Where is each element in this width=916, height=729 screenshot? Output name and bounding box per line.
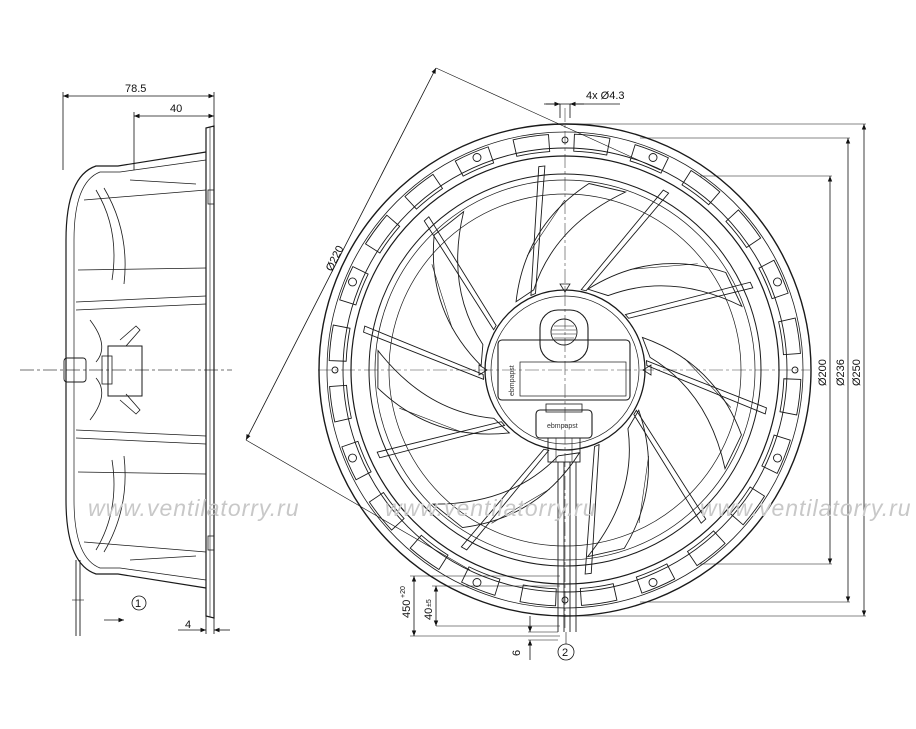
dim-mounting-holes: 4x Ø4.3	[586, 90, 625, 102]
ring-slot	[729, 486, 766, 526]
mounting-hole	[773, 453, 782, 463]
dim-flange-thickness: 4	[185, 619, 191, 631]
strut	[580, 189, 670, 292]
watermark: www.ventilatorry.ru www.ventilatorry.ru …	[88, 495, 912, 521]
ring-slot	[368, 491, 405, 531]
dim-strip-length-group: 40 ±5	[423, 599, 435, 620]
mounting-hole	[773, 277, 782, 287]
blade-edge	[431, 264, 453, 329]
fan-blade	[586, 263, 743, 308]
front-dimensions	[245, 67, 867, 660]
dim-diameter-outer: Ø250	[851, 359, 863, 386]
rotation-marker: 2	[562, 647, 568, 659]
mounting-hole	[561, 136, 569, 144]
watermark-text-2: www.ventilatorry.ru	[385, 495, 597, 521]
mounting-hole	[348, 453, 357, 463]
mounting-hole	[791, 366, 799, 374]
ring-slot	[779, 378, 802, 416]
fan-blade	[641, 336, 742, 471]
watermark-text-3: www.ventilatorry.ru	[700, 495, 912, 521]
dim-wire-end: 6	[511, 650, 523, 656]
blade-edge	[638, 456, 649, 524]
dim-cable-length: 450	[401, 600, 413, 618]
front-view	[318, 108, 812, 632]
mounting-hole	[472, 153, 482, 162]
blade-edge	[526, 199, 565, 257]
strut	[376, 421, 506, 459]
ring-slot	[778, 317, 801, 356]
strut	[530, 165, 546, 297]
fan-blade	[515, 183, 627, 303]
ring-slot	[758, 259, 789, 300]
strut	[460, 448, 550, 551]
mounting-hole	[348, 277, 357, 287]
airflow-marker: 1	[135, 598, 141, 610]
dim-strip-length: 40	[423, 608, 435, 620]
mounting-hole	[648, 578, 658, 587]
strut	[363, 325, 485, 381]
side-dimensions	[62, 92, 230, 634]
ring-slot	[512, 134, 551, 157]
dim-diameter-inner: Ø200	[817, 359, 829, 386]
strut	[584, 443, 600, 575]
side-view	[20, 125, 232, 636]
dim-cable-length-group: 450 +20	[400, 586, 413, 618]
ring-slot	[409, 534, 449, 571]
watermark-text-1: www.ventilatorry.ru	[88, 495, 300, 521]
ring-slot	[681, 169, 721, 206]
ring-slot	[404, 173, 444, 210]
fan-blade	[377, 349, 511, 435]
blade-edge	[630, 263, 698, 270]
mounting-hole	[561, 596, 569, 604]
ring-slot	[573, 133, 611, 156]
ring-slot	[454, 146, 495, 177]
dim-cable-length-tol: +20	[400, 586, 407, 598]
mounting-hole	[472, 578, 482, 587]
fan-blade	[586, 409, 649, 558]
strut	[633, 409, 707, 524]
ring-slot	[341, 440, 372, 481]
ring-slot	[579, 583, 618, 606]
connector-brand-label: ebmpapst	[547, 423, 578, 430]
rotation-marker-circle	[557, 643, 575, 661]
fan-blade	[431, 452, 581, 529]
dim-depth: 40	[170, 103, 182, 115]
ring-slot	[519, 584, 557, 607]
blade-edge	[684, 358, 732, 408]
dim-overall-depth: 78.5	[125, 83, 146, 95]
dim-strip-length-tol: ±5	[426, 599, 433, 607]
ring-slot	[761, 434, 791, 475]
dim-diameter-mid: Ø236	[835, 359, 847, 386]
strut	[645, 359, 767, 415]
blade-edge	[399, 407, 463, 433]
dim-blade-diameter: Ø220	[324, 244, 347, 273]
strut	[624, 281, 754, 319]
fan-blade	[432, 210, 484, 367]
box-brand-label: ebmpapst	[509, 365, 516, 396]
blade-edge	[491, 488, 550, 524]
ring-slot	[635, 563, 676, 594]
ring-slot	[725, 209, 762, 249]
strut	[423, 216, 497, 331]
airflow-marker-circle	[131, 595, 147, 611]
mounting-hole	[648, 153, 658, 162]
ring-slot	[364, 214, 401, 254]
ring-slot	[460, 566, 501, 596]
ring-slot	[686, 530, 726, 567]
ring-slot	[629, 144, 670, 174]
